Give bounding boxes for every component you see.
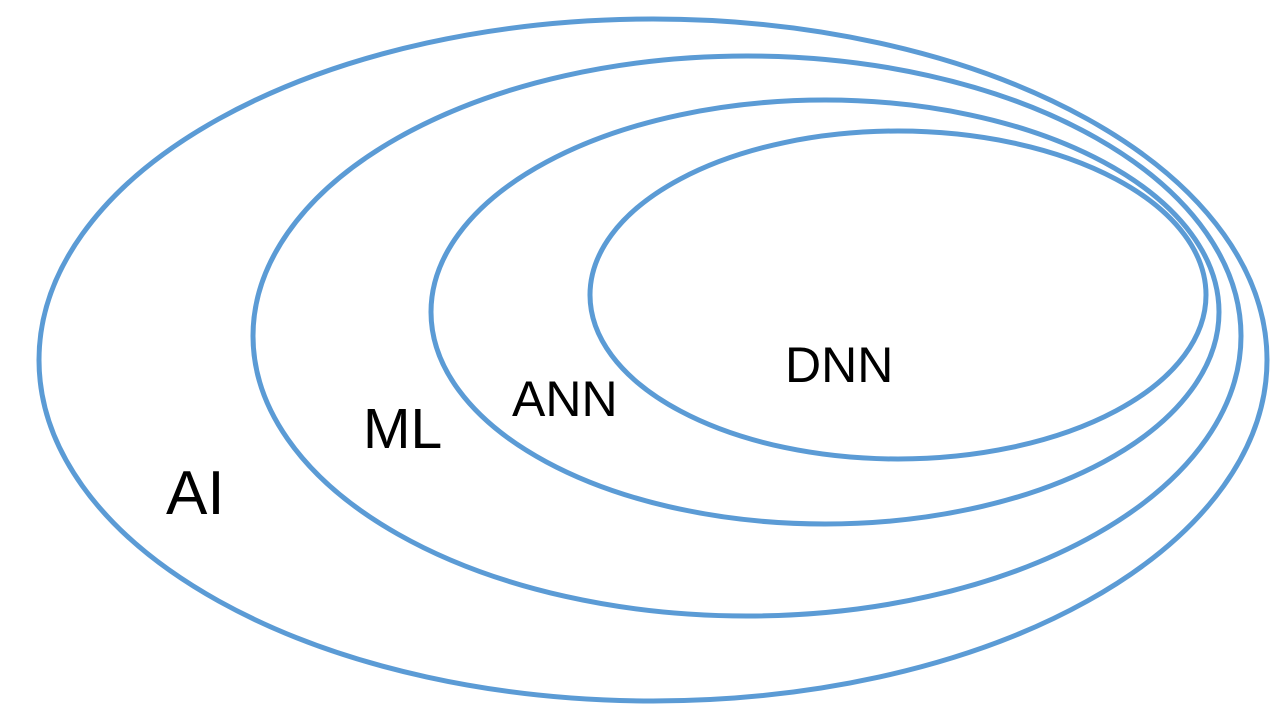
ellipse-ai bbox=[36, 16, 1270, 704]
ellipse-ann bbox=[428, 97, 1222, 527]
label-dnn: DNN bbox=[785, 337, 894, 393]
label-ann: ANN bbox=[512, 371, 618, 427]
label-ai: AI bbox=[166, 459, 225, 528]
ellipse-dnn bbox=[587, 128, 1209, 462]
ellipse-ml bbox=[250, 53, 1244, 619]
label-ml: ML bbox=[363, 397, 443, 461]
